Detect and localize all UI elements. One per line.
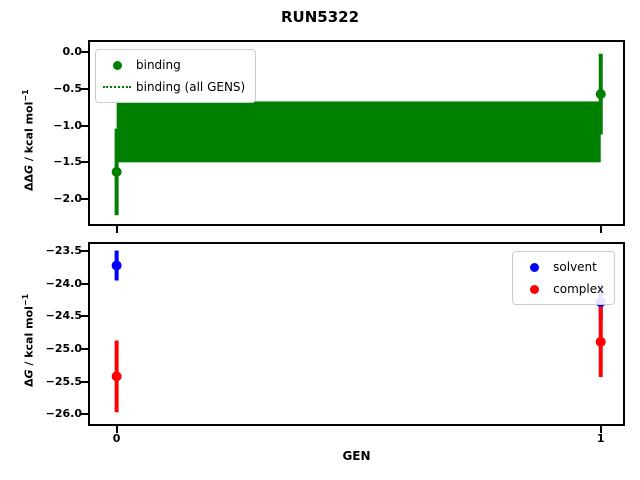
- legend-marker: [515, 284, 553, 294]
- y-tick-label: −24.5: [45, 309, 82, 323]
- figure-title: RUN5322: [280, 8, 360, 26]
- y-tick-mark: [81, 282, 88, 285]
- y-tick-mark: [81, 380, 88, 383]
- y-tick-label: −26.0: [45, 407, 82, 421]
- bottom-axes: solvent complex −23.5 −24.0 −24.5 −25.0 −25.5…: [46, 242, 625, 445]
- legend-item-complex: complex: [515, 278, 604, 300]
- complex-point-gen1: [595, 336, 606, 347]
- top-legend: binding binding (all GENS): [95, 49, 257, 103]
- g-symbol: G: [22, 369, 36, 379]
- y-tick-mark: [81, 87, 88, 90]
- bottom-y-axis-label: ΔG / kcal mol−1: [21, 294, 36, 387]
- x-tick-mark: [599, 226, 602, 233]
- y-tick-mark: [81, 413, 88, 416]
- g-symbol: G: [22, 164, 36, 174]
- top-plot-area: [111, 53, 606, 216]
- superscript-minus-one: −1: [21, 89, 30, 102]
- bottom-legend: solvent complex: [512, 251, 615, 305]
- legend-dotted-line-icon: [103, 86, 131, 88]
- unit-text: / kcal mol: [22, 101, 36, 165]
- legend-dot-marker-icon: [529, 284, 539, 294]
- y-tick-label: −1.5: [53, 155, 82, 169]
- binding-point-gen1: [595, 89, 606, 100]
- y-tick-mark: [81, 315, 88, 318]
- legend-item-binding: binding: [98, 54, 245, 76]
- legend-label: complex: [553, 282, 604, 296]
- legend-label: binding: [136, 58, 181, 72]
- y-tick-mark: [81, 51, 88, 54]
- x-tick-mark: [115, 426, 118, 433]
- legend-dot-marker-icon: [529, 262, 539, 272]
- x-tick-mark: [599, 426, 602, 433]
- legend-marker: [98, 86, 136, 88]
- y-tick-mark: [81, 250, 88, 253]
- superscript-minus-one: −1: [21, 293, 30, 307]
- legend-label: binding (all GENS): [136, 80, 246, 94]
- legend-item-binding-all-gens-: binding (all GENS): [98, 76, 245, 98]
- y-tick-label: −25.0: [45, 342, 82, 355]
- unit-text: / kcal mol: [22, 306, 36, 370]
- top-axes: binding binding (all GENS) 0.0 −0.5 −1.0 −1.…: [53, 40, 625, 233]
- y-tick-label: −1.0: [53, 118, 82, 132]
- delta-delta-symbol: ΔΔ: [22, 173, 36, 191]
- top-y-axis-label: ΔΔG / kcal mol−1: [21, 89, 36, 191]
- y-tick-mark: [81, 124, 88, 127]
- y-tick-label: −24.0: [45, 276, 82, 290]
- binding-point-gen0: [111, 166, 122, 177]
- x-tick-label: 1: [596, 432, 605, 445]
- y-tick-label: −23.5: [45, 244, 82, 258]
- solvent-point-gen0: [111, 260, 122, 271]
- complex-point-gen0: [111, 371, 122, 382]
- y-tick-mark: [81, 198, 88, 201]
- legend-marker: [515, 262, 553, 272]
- legend-item-solvent: solvent: [515, 256, 604, 278]
- legend-label: solvent: [553, 260, 597, 274]
- x-tick-mark: [115, 226, 118, 233]
- y-tick-label: −2.0: [53, 192, 82, 206]
- legend-marker: [98, 60, 136, 70]
- band-binding-all-gens-: [116, 101, 601, 163]
- delta-symbol: Δ: [22, 378, 36, 387]
- x-axis-label: GEN: [342, 449, 371, 463]
- legend-dot-marker-icon: [112, 60, 122, 70]
- y-tick-label: 0.0: [62, 45, 83, 59]
- y-tick-mark: [81, 161, 88, 164]
- y-tick-label: −0.5: [53, 81, 82, 95]
- y-tick-label: −25.5: [45, 374, 82, 388]
- x-tick-label: 0: [112, 432, 121, 445]
- y-tick-mark: [81, 348, 88, 350]
